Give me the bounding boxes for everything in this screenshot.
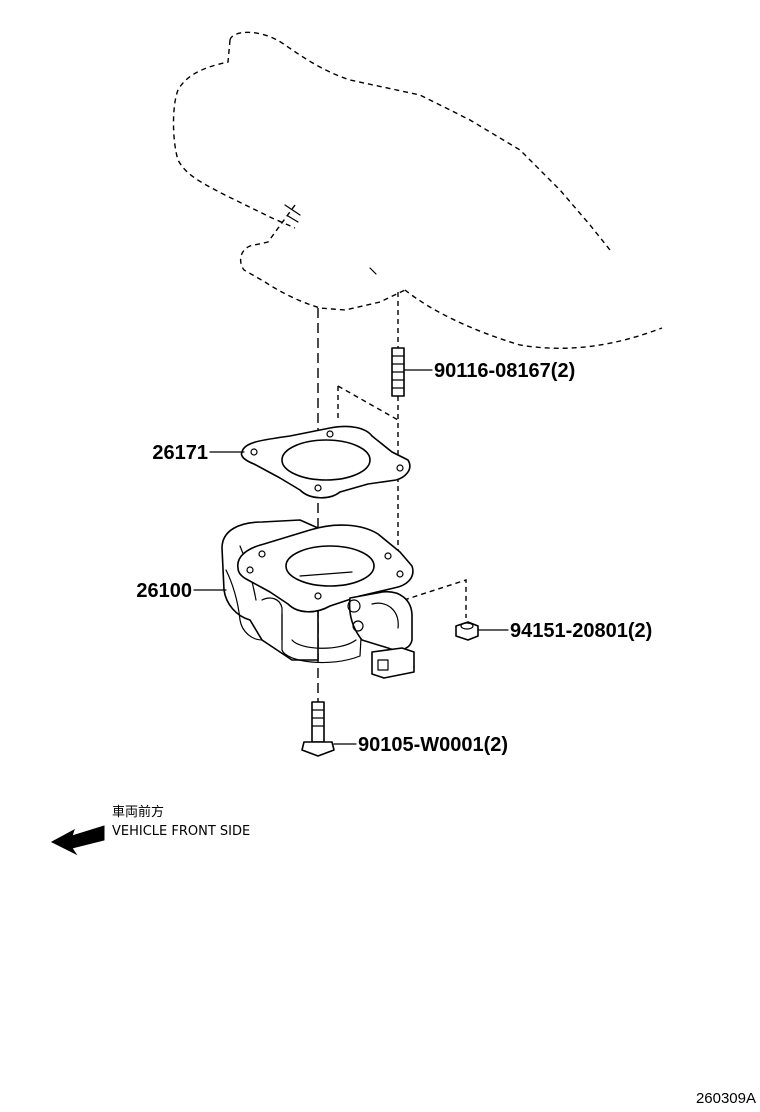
part-number-throttle-body: 26100 xyxy=(136,580,192,602)
part-number-gasket: 26171 xyxy=(152,442,208,464)
bolt-part xyxy=(301,701,335,757)
front-arrow-icon xyxy=(50,825,105,856)
part-number-stud: 90116-08167(2) xyxy=(434,360,575,382)
stud-part xyxy=(391,347,405,397)
intake-manifold-phantom xyxy=(172,31,663,349)
figure-reference: 260309A xyxy=(696,1090,756,1107)
leader-lines xyxy=(193,369,509,745)
part-number-nut: 94151-20801(2) xyxy=(510,620,652,642)
gasket-part xyxy=(240,425,411,499)
nut-part xyxy=(455,621,479,641)
throttle-body-part xyxy=(221,519,415,679)
vehicle-front-indicator: 車両前方 VEHICLE FRONT SIDE xyxy=(50,804,250,856)
front-note-english: VEHICLE FRONT SIDE xyxy=(112,824,250,839)
part-number-bolt: 90105-W0001(2) xyxy=(358,734,508,756)
front-note-japanese: 車両前方 xyxy=(112,804,164,820)
